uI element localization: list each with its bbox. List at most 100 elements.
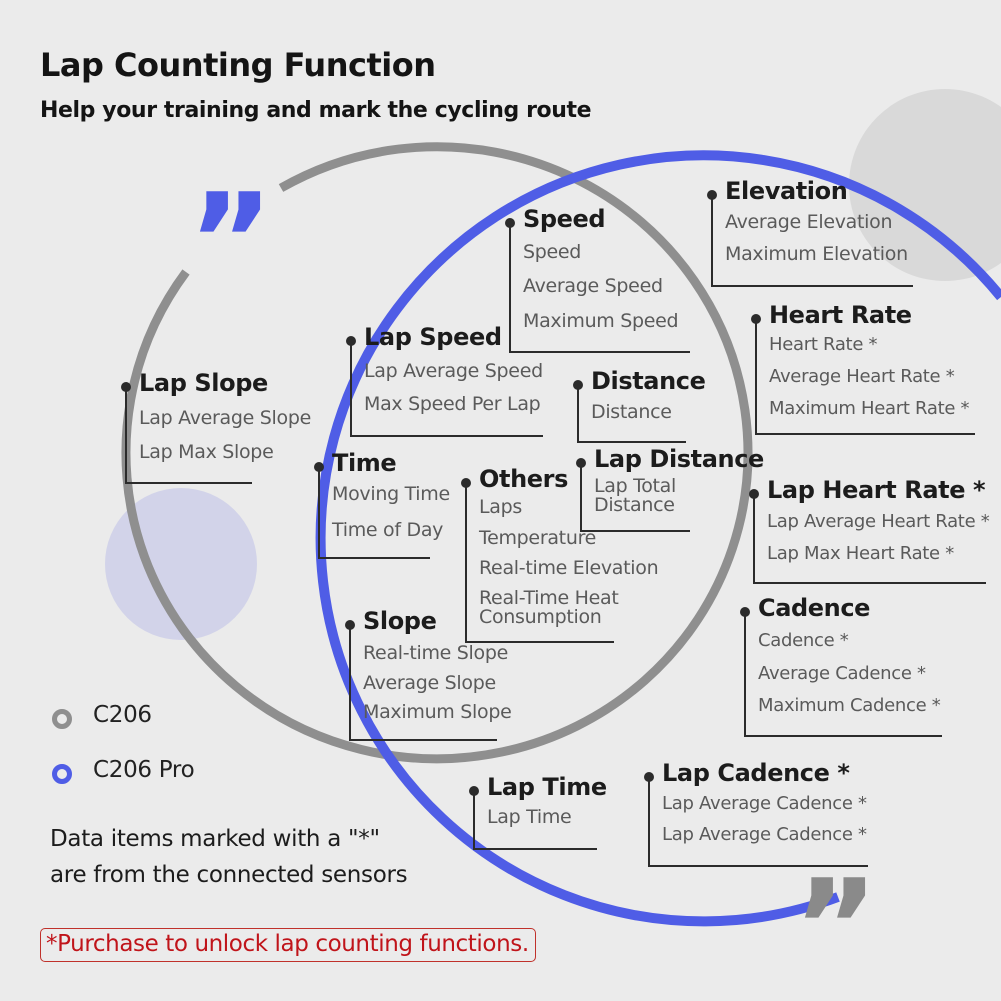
connector-line	[473, 792, 475, 850]
connector-line	[349, 626, 351, 741]
group-item: Lap Average Heart Rate *	[767, 511, 990, 532]
group-item: Average Heart Rate *	[769, 366, 955, 387]
group-item: Real-time Slope	[363, 642, 508, 664]
underline-rule	[577, 441, 686, 443]
c206-pro-legend-label: C206 Pro	[93, 757, 195, 783]
connector-line	[753, 495, 755, 584]
underline-rule	[465, 641, 614, 643]
group-title: Slope	[363, 607, 437, 635]
group-title: Elevation	[725, 177, 848, 205]
c206-legend-label: C206	[93, 702, 152, 728]
group-item: Real-Time Heat	[479, 587, 619, 609]
bullet-dot-icon	[346, 336, 356, 346]
group-title: Lap Time	[487, 773, 607, 801]
bullet-dot-icon	[314, 462, 324, 472]
group-title: Lap Heart Rate *	[767, 476, 986, 504]
close-quote-mark: ”	[793, 851, 878, 1001]
underline-rule	[318, 557, 430, 559]
decor-circle-blue	[105, 488, 257, 640]
sensor-note-line-2: are from the connected sensors	[50, 862, 408, 888]
bullet-dot-icon	[740, 607, 750, 617]
group-item: Temperature	[479, 527, 597, 549]
group-item: Lap Time	[487, 806, 572, 828]
bullet-dot-icon	[345, 620, 355, 630]
group-title: Time	[332, 449, 397, 477]
group-item: Speed	[523, 241, 582, 263]
group-item: Distance	[594, 494, 675, 516]
group-item: Average Slope	[363, 672, 496, 694]
group-title: Lap Slope	[139, 369, 268, 397]
bullet-dot-icon	[573, 380, 583, 390]
group-title: Lap Cadence *	[662, 759, 850, 787]
underline-rule	[473, 848, 597, 850]
group-lap-cadence: Lap Cadence *Lap Average Cadence *Lap Av…	[644, 759, 868, 867]
group-item: Consumption	[479, 606, 602, 628]
connector-line	[648, 778, 650, 867]
group-title: Distance	[591, 367, 706, 395]
group-title: Lap Speed	[364, 323, 502, 351]
group-title: Lap Distance	[594, 445, 764, 473]
c206-legend-icon	[52, 709, 72, 729]
group-item: Lap Max Heart Rate *	[767, 543, 954, 564]
sensor-note-line-1: Data items marked with a "*"	[50, 826, 380, 852]
underline-rule	[350, 435, 543, 437]
bullet-dot-icon	[644, 772, 654, 782]
group-item: Maximum Elevation	[725, 243, 908, 265]
bullet-dot-icon	[121, 382, 131, 392]
group-item: Distance	[591, 401, 672, 423]
group-title: Others	[479, 465, 568, 493]
group-item: Average Elevation	[725, 211, 893, 233]
underline-rule	[648, 865, 868, 867]
connector-line	[350, 342, 352, 437]
bullet-dot-icon	[505, 218, 515, 228]
c206-pro-legend-icon	[52, 764, 72, 784]
group-title: Heart Rate	[769, 301, 912, 329]
group-item: Lap Average Cadence *	[662, 793, 867, 814]
page-subtitle: Help your training and mark the cycling …	[40, 98, 592, 123]
underline-rule	[349, 739, 497, 741]
underline-rule	[125, 482, 252, 484]
connector-line	[577, 386, 579, 443]
group-item: Laps	[479, 496, 522, 518]
underline-rule	[755, 433, 975, 435]
connector-line	[318, 468, 320, 559]
group-item: Lap Average Slope	[139, 407, 312, 429]
group-item: Maximum Speed	[523, 310, 679, 332]
group-item: Real-time Elevation	[479, 557, 659, 579]
group-item: Heart Rate *	[769, 334, 878, 355]
group-lap-heart-rate: Lap Heart Rate * Lap Average Heart Rate *…	[749, 476, 990, 584]
group-item: Lap Average Speed	[364, 360, 543, 382]
page-title: Lap Counting Function	[40, 46, 436, 84]
connector-line	[509, 224, 511, 353]
connector-line	[744, 613, 746, 737]
bullet-dot-icon	[576, 458, 586, 468]
group-item: Lap Total	[594, 475, 677, 497]
connector-line	[465, 484, 467, 643]
group-item: Lap Max Slope	[139, 441, 274, 463]
bullet-dot-icon	[749, 489, 759, 499]
group-title: Speed	[523, 205, 606, 233]
bullet-dot-icon	[751, 314, 761, 324]
underline-rule	[744, 735, 942, 737]
connector-line	[755, 320, 757, 435]
bullet-dot-icon	[707, 190, 717, 200]
underline-rule	[753, 582, 986, 584]
open-quote-mark: ”	[188, 165, 273, 317]
connector-line	[125, 388, 127, 484]
c206-pro-ring	[315, 150, 1001, 927]
unlock-promo-notice: *Purchase to unlock lap counting functio…	[40, 928, 536, 962]
group-item: Moving Time	[332, 483, 450, 505]
group-item: Maximum Heart Rate *	[769, 398, 970, 419]
connector-line	[711, 196, 713, 287]
connector-line	[580, 464, 582, 532]
bullet-dot-icon	[469, 786, 479, 796]
underline-rule	[509, 351, 690, 353]
